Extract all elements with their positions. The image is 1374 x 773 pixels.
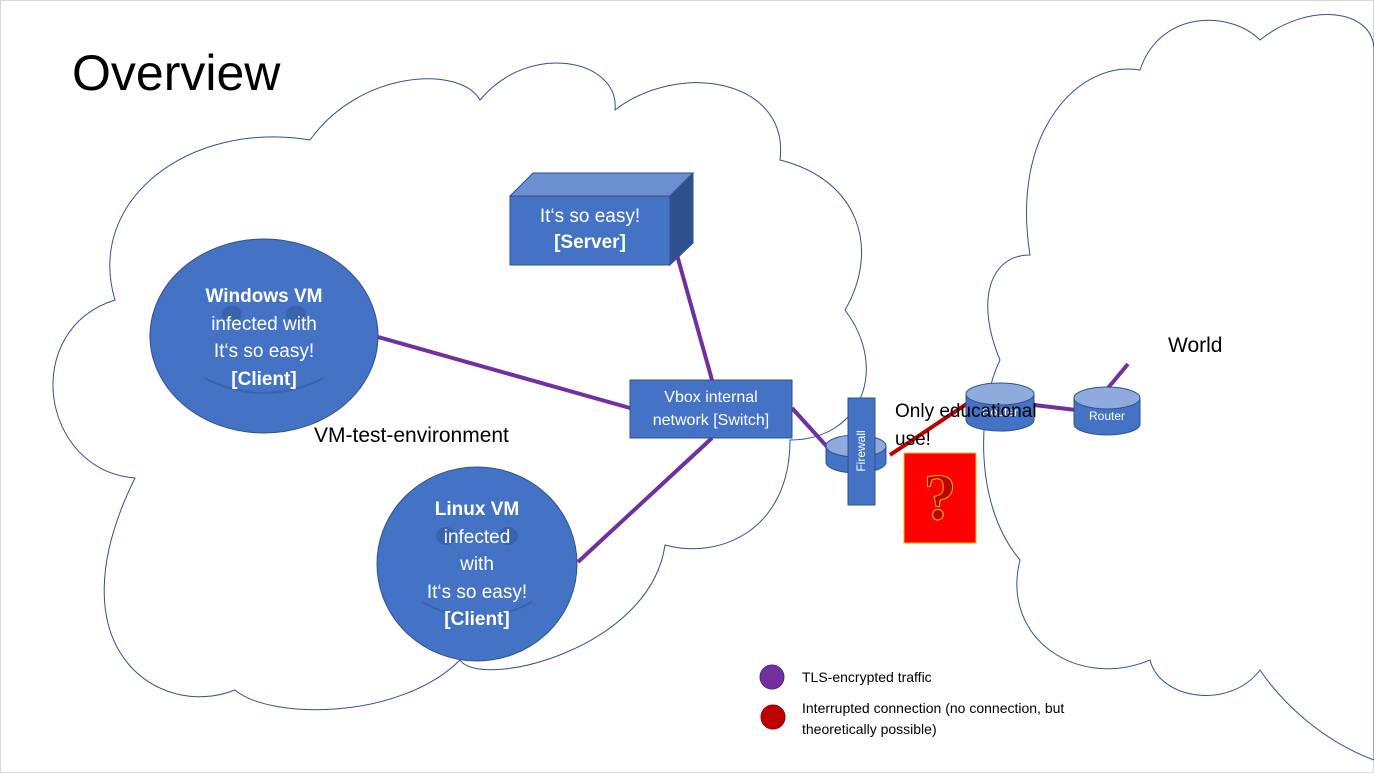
firewall-node [825, 397, 887, 506]
windows-vm-line2: It‘s so easy! [213, 341, 315, 362]
switch-line1: Vbox internal [664, 389, 758, 406]
linux-vm-line3: It‘s so easy! [426, 581, 528, 603]
legend-interrupted-text: Interrupted connection (no connection, b… [802, 700, 1065, 737]
router1-node [965, 382, 1035, 432]
world-cloud [983, 14, 1374, 761]
server-role: [Server] [554, 232, 626, 253]
vm-environment-label: VM-test-environment [314, 424, 509, 447]
windows-vm-node [149, 238, 379, 434]
switch-text: Vbox internal network [Switch] [630, 386, 792, 432]
world-label: World [1168, 334, 1223, 357]
router2-node [1073, 386, 1141, 436]
linux-vm-title: Linux VM [434, 499, 520, 520]
switch-line2: network [Switch] [652, 412, 770, 429]
linux-vm-line1: infected [443, 526, 511, 548]
educational-use-note: Only educational use! [895, 401, 1037, 450]
slide-title: Overview [72, 45, 281, 101]
question-box [903, 452, 977, 544]
switch-node [629, 379, 793, 439]
link-linux-switch [576, 436, 714, 564]
link-windows-switch [377, 335, 631, 410]
legend-dot-tls [759, 664, 785, 690]
linux-vm-text: Linux VM infected with It‘s so easy! [Cl… [387, 496, 567, 634]
windows-vm-role: [Client] [231, 368, 297, 390]
router2-label: Router [1088, 409, 1126, 423]
legend-tls-text: TLS-encrypted traffic [802, 669, 932, 685]
linux-vm-node [376, 466, 578, 662]
link-router1-router2 [1033, 403, 1077, 412]
legend-dot-interrupted [760, 704, 786, 730]
server-line1: It‘s so easy! [539, 206, 641, 227]
firewall-label: Firewall [854, 430, 868, 472]
server-node [508, 171, 695, 267]
link-router2-world [1106, 362, 1130, 390]
windows-vm-title: Windows VM [205, 286, 323, 307]
router1-label: Router [981, 405, 1019, 419]
server-text: It‘s so easy! [Server] [510, 204, 670, 256]
tls-links [377, 229, 1130, 564]
linux-vm-line2: with [460, 554, 494, 575]
link-firewall-router1-interrupted [888, 401, 970, 457]
link-switch-firewall [790, 406, 832, 452]
windows-vm-line1: infected with [211, 313, 317, 335]
windows-vm-text: Windows VM infected with It‘s so easy! [… [164, 283, 364, 393]
linux-vm-role: [Client] [444, 609, 510, 630]
question-mark-icon: ? [923, 461, 957, 535]
